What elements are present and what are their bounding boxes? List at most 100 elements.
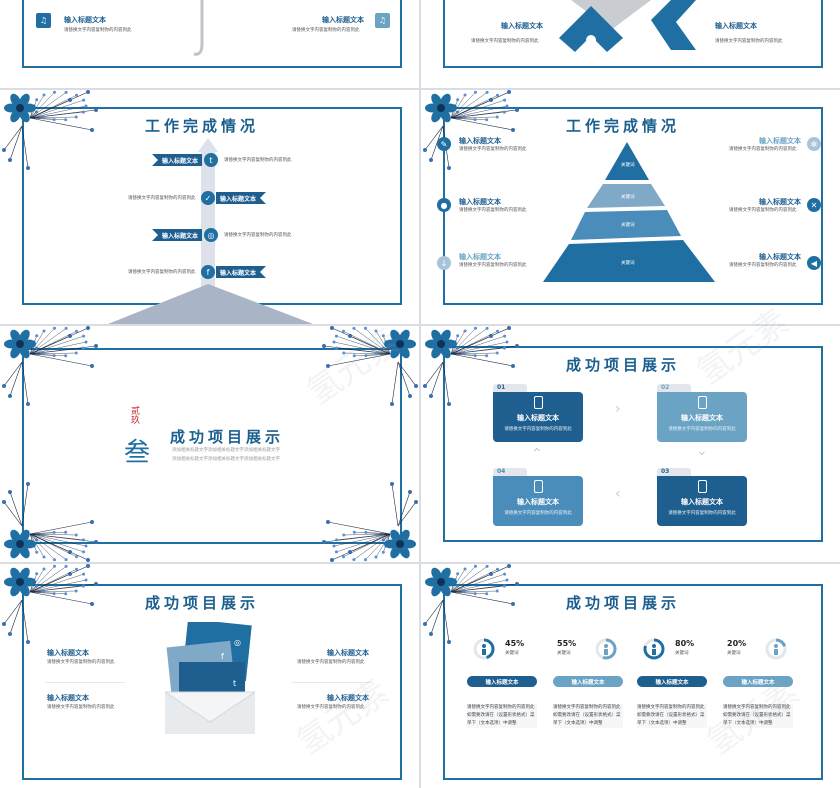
timeline-tag-1 — [152, 154, 202, 166]
divider — [292, 682, 372, 683]
card-number: 03 — [661, 468, 670, 475]
chevron-left-icon: ‹ — [615, 486, 621, 502]
card-number: 02 — [661, 384, 670, 391]
card-tab — [493, 384, 527, 394]
left-desc-3: 请替换文字内容复制你的内容到此 — [459, 263, 527, 268]
slide-thumbnail-2[interactable]: 输入标题文本 请替换文字内容复制你的内容到此 输入标题文本 请替换文字内容复制你… — [421, 0, 840, 88]
envelope-graphic — [165, 622, 255, 734]
flower-ornament — [320, 482, 419, 562]
slide-title: 工作完成情况 — [145, 117, 260, 135]
music-note-icon: ♫ — [36, 13, 51, 28]
slide-title: 工作完成情况 — [566, 117, 681, 135]
slide-title: 成功项目展示 — [566, 356, 681, 374]
timeline-tag-2 — [216, 192, 266, 204]
timeline-label-4: 输入标题文本 — [220, 270, 257, 277]
music-note-icon: ♫ — [375, 13, 390, 28]
left-desc-2: 请替换文字内容复制你的内容到此 — [459, 208, 527, 213]
slide-frame — [22, 0, 402, 68]
stat-button-label: 输入标题文本 — [655, 680, 689, 686]
timeline-base — [108, 284, 313, 324]
left-desc-1: 请替换文字内容复制你的内容到此 — [459, 147, 527, 152]
card-desc: 请替换文字内容复制你的内容到此 — [504, 511, 572, 516]
phone-icon — [534, 480, 543, 493]
stat-text: 请替换文字内容复制你的内容到此如需要改请在（设置形状格式）菜单下（文本选项）中调… — [553, 704, 623, 728]
stat-button-label: 输入标题文本 — [571, 680, 605, 686]
chevron-up-icon: ⌃ — [531, 446, 543, 462]
slide-thumbnail-6[interactable]: 成功项目展示 01 输入标题文本 请替换文字内容复制你的内容到此 02 输入标题… — [421, 326, 840, 562]
right-desc-2: 请替换文字内容复制你的内容到此 — [729, 208, 797, 213]
section-subtitle-2: 添加相关标题文字添加相关标题文字添加相关标题文字 — [172, 457, 280, 462]
stat-button[interactable] — [553, 676, 623, 687]
slide-frame — [443, 0, 823, 68]
stat-button[interactable] — [637, 676, 707, 687]
timeline-desc-2: 请替换文字内容复制你的内容到此 — [128, 196, 196, 201]
stat-button-label: 输入标题文本 — [485, 680, 519, 686]
divider — [45, 682, 125, 683]
right-label-1: 输入标题文本 — [759, 137, 801, 145]
settings-icon: ✻ — [807, 137, 821, 151]
section-subtitle-1: 添加相关标题文字添加相关标题文字添加相关标题文字 — [172, 448, 280, 453]
flower-ornament — [0, 90, 100, 170]
slide-thumbnail-5[interactable]: 贰玖 叁 成功项目展示 添加相关标题文字添加相关标题文字添加相关标题文字 添加相… — [0, 326, 419, 562]
facebook-icon: f — [201, 265, 215, 279]
card-body — [657, 476, 747, 526]
slide-title: 成功项目展示 — [566, 594, 681, 612]
progress-ring — [473, 638, 495, 660]
stat-text: 请替换文字内容复制你的内容到此如需要改请在（设置形状格式）菜单下（文本选项）中调… — [723, 704, 793, 728]
slide-frame — [22, 348, 402, 544]
timeline-bar — [201, 150, 215, 300]
right-desc-3: 请替换文字内容复制你的内容到此 — [729, 263, 797, 268]
flower-ornament — [0, 564, 100, 644]
card-tab — [657, 384, 691, 394]
stat-block: 80% 关键词 输入标题文本 请替换文字内容复制你的内容到此如需要改请在（设置形… — [637, 636, 711, 746]
megaphone-icon: ◀ — [807, 256, 821, 270]
download-icon: ↓ — [437, 256, 451, 270]
timeline-arrowhead — [198, 138, 218, 152]
label-right: 输入标题文本 — [322, 16, 364, 24]
stat-button-label: 输入标题文本 — [741, 680, 775, 686]
slide-thumbnail-1[interactable]: ♫ 输入标题文本 请替换文字内容复制你的内容到此 ♫ 输入标题文本 请替换文字内… — [0, 0, 419, 88]
stat-percent: 55% — [557, 639, 577, 648]
progress-ring — [765, 638, 787, 660]
stat-block: 45% 关键词 输入标题文本 请替换文字内容复制你的内容到此如需要改请在（设置形… — [467, 636, 541, 746]
slide-thumbnail-4[interactable]: 工作完成情况 关键词 关键词 关键词 关键词 ✎ 输入标题文本 请替换文字内容复… — [421, 90, 840, 324]
pyramid-keyword-3: 关键词 — [621, 223, 635, 228]
stat-percent: 45% — [505, 639, 525, 648]
card-label: 输入标题文本 — [517, 498, 559, 506]
stat-text: 请替换文字内容复制你的内容到此如需要改请在（设置形状格式）菜单下（文本选项）中调… — [637, 704, 707, 728]
stat-percent: 20% — [727, 639, 747, 648]
flower-ornament — [0, 482, 100, 562]
stat-button[interactable] — [467, 676, 537, 687]
left-label-1: 输入标题文本 — [47, 649, 89, 657]
left-label-3: 输入标题文本 — [459, 253, 501, 261]
slide-thumbnail-3[interactable]: 工作完成情况 输入标题文本 t 请替换文字内容复制你的内容到此 请替换文字内容复… — [0, 90, 419, 324]
project-card: 02 输入标题文本 请替换文字内容复制你的内容到此 — [657, 384, 747, 444]
stat-keyword: 关键词 — [675, 651, 689, 656]
card-body — [493, 476, 583, 526]
desc-left: 请替换文字内容复制你的内容到此 — [471, 39, 539, 44]
slide-frame — [443, 346, 823, 542]
pyramid-keyword-1: 关键词 — [621, 163, 635, 168]
card-desc: 请替换文字内容复制你的内容到此 — [668, 511, 736, 516]
left-desc-2: 请替换文字内容复制你的内容到此 — [47, 705, 115, 710]
timeline-label-3: 输入标题文本 — [162, 233, 199, 240]
card-desc: 请替换文字内容复制你的内容到此 — [668, 427, 736, 432]
slide-frame — [22, 584, 402, 780]
stat-percent: 80% — [675, 639, 695, 648]
flower-ornament — [320, 326, 419, 406]
slide-frame — [443, 584, 823, 780]
right-desc-2: 请替换文字内容复制你的内容到此 — [297, 705, 365, 710]
instagram-icon: ◎ — [204, 228, 218, 242]
label-right: 输入标题文本 — [715, 22, 757, 30]
timeline-label-2: 输入标题文本 — [220, 196, 257, 203]
project-card: 04 输入标题文本 请替换文字内容复制你的内容到此 — [493, 468, 583, 528]
slide-thumbnail-7[interactable]: 成功项目展示 ◎ f t 输入标题文本 请替换文字内容复制你的内容到此 输入标题… — [0, 564, 419, 788]
chevron-right-icon: › — [615, 401, 621, 417]
progress-ring — [595, 638, 617, 660]
slide-title: 成功项目展示 — [170, 428, 285, 446]
flower-ornament — [421, 326, 521, 406]
stat-keyword: 关键词 — [727, 651, 741, 656]
label-left: 输入标题文本 — [501, 22, 543, 30]
slide-thumbnail-8[interactable]: 成功项目展示 45% 关键词 输入标题文本 请替换文字内容复制你的内容到此如需要… — [421, 564, 840, 788]
stat-button[interactable] — [723, 676, 793, 687]
